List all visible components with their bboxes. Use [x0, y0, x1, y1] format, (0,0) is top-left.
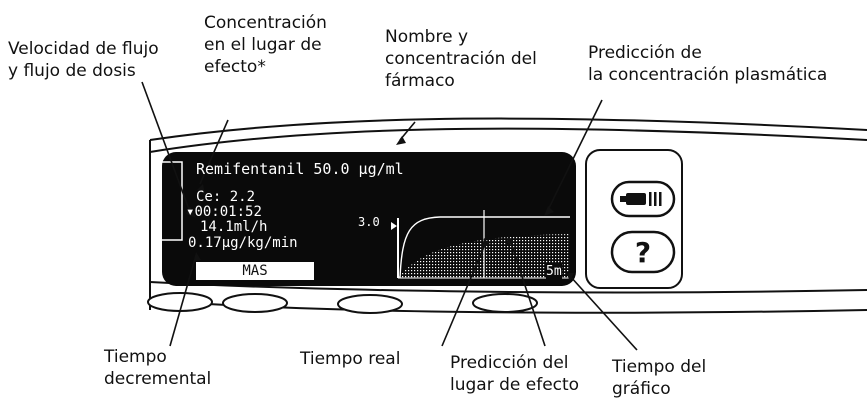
callout-decrement: Tiempo decremental: [104, 346, 211, 390]
callout-graph-time-line-2: gráfico: [612, 379, 671, 399]
help-button[interactable]: ?: [610, 230, 676, 274]
y-max-marker: [391, 222, 397, 230]
graph-time-span-label: 5m: [546, 264, 562, 279]
leader-effect-pred: [509, 239, 546, 347]
lcd-dose: 0.17µg/kg/min: [188, 235, 298, 251]
callout-drug-line-3: fármaco: [385, 71, 455, 91]
callout-effect-conc: Concentración en el lugar de efecto*: [204, 12, 327, 78]
callout-effect-pred-line-1: Predicción del: [450, 353, 569, 373]
help-icon: ?: [635, 236, 651, 269]
lcd-rate: 14.1ml/h: [200, 219, 268, 235]
arrow-head-effect-pred: [506, 236, 514, 246]
leader-graph-time: [569, 275, 638, 351]
syringe-button[interactable]: [610, 180, 676, 218]
leader-flow: [141, 81, 191, 213]
callout-graph-time: Tiempo del gráfico: [612, 356, 706, 400]
arrow-head-flow: [186, 206, 196, 218]
soft-key-3: [337, 294, 403, 314]
callout-effect-pred: Predicción del lugar de efecto: [450, 352, 579, 396]
callout-realtime: Tiempo real: [300, 348, 400, 370]
callout-graph-time-line-1: Tiempo del: [612, 357, 707, 377]
lcd-more-button[interactable]: MAS: [196, 262, 314, 280]
arrow-head-graph-time: [566, 273, 574, 281]
callout-plasma: Predicción de la concentración plasmátic…: [588, 42, 827, 86]
leader-decrement: [169, 254, 197, 347]
callout-realtime-line-1: Tiempo real: [300, 349, 401, 369]
lcd-timer: 00:01:52: [194, 204, 262, 220]
leader-effect-conc: [199, 119, 229, 185]
callout-flow-line-2: y flujo de dosis: [8, 61, 136, 81]
soft-key-4: [472, 293, 538, 313]
lcd-ce-value: Ce: 2.2: [196, 189, 256, 205]
arrow-head-drug: [396, 136, 406, 145]
callout-plasma-line-1: Predicción de: [588, 43, 702, 63]
graph-y-max-label: 3.0: [358, 215, 380, 229]
callout-effect-pred-line-2: lugar de efecto: [450, 375, 580, 395]
arrow-head-effect-conc: [197, 184, 205, 194]
callout-flow-line-1: Velocidad de flujo: [8, 39, 159, 59]
callout-drug: Nombre y concentración del fármaco: [385, 26, 537, 92]
callout-effect-conc-line-1: Concentración: [204, 13, 327, 33]
callout-plasma-line-2: la concentración plasmática: [588, 65, 828, 85]
lcd-drug-line: Remifentanil 50.0 µg/ml: [196, 160, 404, 178]
callout-flow: Velocidad de flujo y flujo de dosis: [8, 38, 159, 82]
callout-drug-line-2: concentración del: [385, 49, 537, 69]
leader-plasma: [547, 99, 603, 211]
callout-effect-conc-line-2: en el lugar de: [204, 35, 322, 55]
soft-keys: [147, 292, 538, 314]
plasma-prediction-curve: [399, 216, 570, 279]
syringe-icon: [620, 192, 662, 206]
callout-decrement-line-2: decremental: [104, 369, 212, 389]
arrow-head-plasma: [544, 206, 554, 216]
arrow-head-realtime: [482, 238, 490, 248]
arrow-head-decrement: [194, 252, 201, 261]
arrow-heads: [186, 136, 574, 281]
leader-realtime: [441, 241, 487, 347]
callout-effect-conc-line-3: efecto*: [204, 57, 266, 77]
callout-drug-line-1: Nombre y: [385, 27, 469, 47]
right-panel: [585, 149, 683, 289]
lcd-timer-row: ▾00:01:52: [186, 204, 262, 220]
callout-decrement-line-1: Tiempo: [104, 347, 167, 367]
soft-key-2: [222, 293, 288, 313]
arrow-down-icon: ▾: [186, 204, 195, 220]
